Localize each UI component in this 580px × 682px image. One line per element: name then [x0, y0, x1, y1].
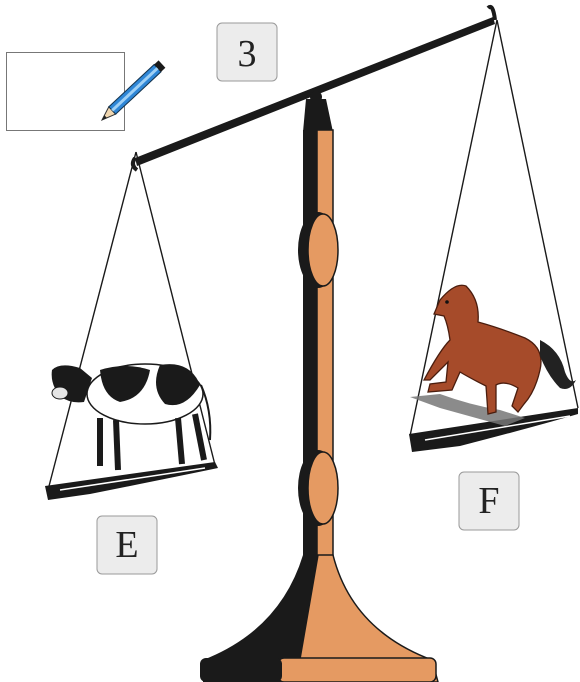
scale-pillar: [200, 99, 438, 682]
label-f-text: F: [478, 480, 499, 522]
problem-number-text: 3: [238, 33, 257, 75]
label-e-text: E: [115, 524, 138, 566]
left-pan: [45, 462, 218, 500]
left-hanger-strings: [48, 152, 215, 490]
horse-icon: [410, 285, 576, 426]
label-box-f: F: [459, 472, 519, 530]
problem-number-box: 3: [217, 23, 277, 81]
cow-icon: [52, 364, 211, 470]
pencil-icon[interactable]: [99, 60, 166, 123]
label-box-e: E: [97, 516, 157, 574]
